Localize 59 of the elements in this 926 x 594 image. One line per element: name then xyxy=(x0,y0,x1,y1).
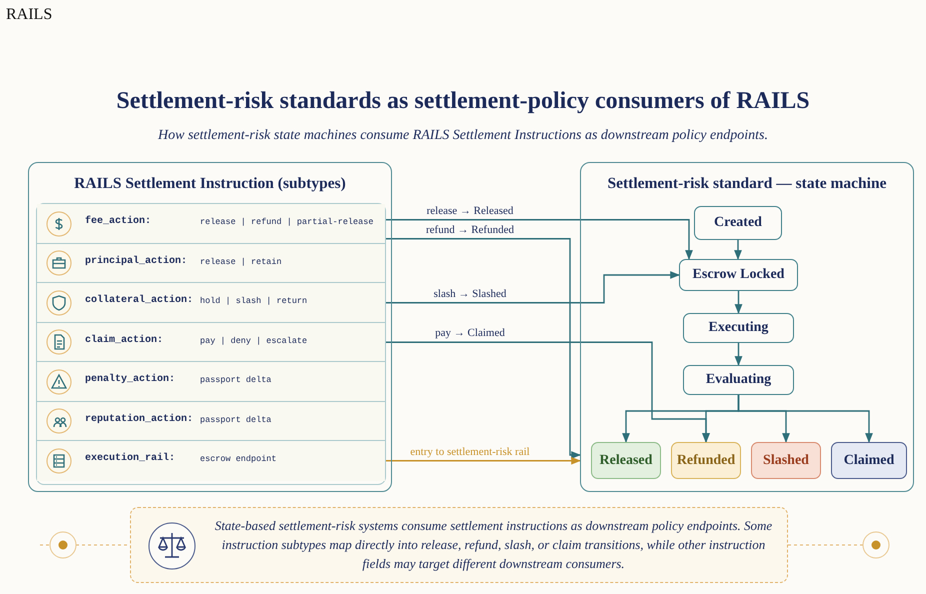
field-name: principal_action: xyxy=(85,256,188,266)
state-label: Released xyxy=(600,452,652,468)
edge-label: entry to settlement-risk rail xyxy=(408,446,532,458)
field-name: collateral_action: xyxy=(85,295,194,306)
note-text: State-based settlement-risk systems consume settlement instructions as downstream policy endpoints. Some instruction subtypes map directly into release, refund, slash, or claim transitions, while other instruction fields may target different downstream consumers. xyxy=(214,517,774,573)
field-values: escrow endpoint xyxy=(200,454,277,464)
field-values: passport delta xyxy=(200,414,272,424)
field-values: hold | slash | return xyxy=(200,296,308,306)
edge-label: refund → Refunded xyxy=(424,224,516,236)
field-name: penalty_action: xyxy=(85,374,176,385)
panel-title: Settlement-risk standard — state machine xyxy=(606,175,888,193)
diagram-subtitle: How settlement-risk state machines consume RAILS Settlement Instructions as downstream policy endpoints. xyxy=(156,128,769,144)
diagram-title: Settlement-risk standards as settlement-policy consumers of RAILS xyxy=(115,88,811,115)
field-values: passport delta xyxy=(200,375,272,385)
state-box xyxy=(683,365,794,395)
state-box xyxy=(679,259,798,291)
arrow xyxy=(734,343,742,366)
list-row xyxy=(37,441,385,480)
arrow xyxy=(385,238,581,459)
list-row xyxy=(37,204,385,244)
list-row xyxy=(37,362,385,402)
state-box xyxy=(694,206,782,240)
state-label: Evaluating xyxy=(706,372,772,388)
state-label: Claimed xyxy=(844,452,894,468)
list-row xyxy=(37,244,385,283)
state-label: Refunded xyxy=(676,452,736,468)
arrow xyxy=(385,271,680,304)
state-label: Created xyxy=(714,215,762,231)
field-values: release | retain xyxy=(200,256,282,266)
state-box xyxy=(591,442,661,479)
group-panel xyxy=(28,162,392,492)
state-label: Executing xyxy=(708,320,768,336)
field-values: pay | deny | escalate xyxy=(200,336,308,346)
note-box xyxy=(130,507,788,583)
field-name: claim_action: xyxy=(85,334,164,346)
arrow xyxy=(738,395,873,443)
field-name: fee_action: xyxy=(85,216,152,227)
list-row xyxy=(37,322,385,362)
edge-label: release → Released xyxy=(424,204,516,217)
state-label: Escrow Locked xyxy=(692,267,784,283)
panel-title: RAILS Settlement Instruction (subtypes) xyxy=(73,175,347,193)
group-panel xyxy=(580,162,914,492)
list-row xyxy=(37,283,385,322)
state-box xyxy=(831,442,907,479)
arrow xyxy=(385,219,693,260)
header-label: RAILS xyxy=(6,6,52,24)
state-box xyxy=(751,442,821,479)
arrow xyxy=(734,240,742,260)
state-box xyxy=(683,313,794,343)
state-box xyxy=(671,442,741,479)
state-label: Slashed xyxy=(763,452,809,468)
arrow xyxy=(385,456,581,465)
arrow xyxy=(734,291,742,314)
field-name: reputation_action: xyxy=(85,414,194,424)
edge-label: pay → Claimed xyxy=(433,327,507,340)
list-row xyxy=(37,402,385,441)
edge-label: slash → Slashed xyxy=(432,288,508,300)
field-name: execution_rail: xyxy=(85,453,176,464)
field-values: release | refund | partial-release xyxy=(200,217,374,227)
